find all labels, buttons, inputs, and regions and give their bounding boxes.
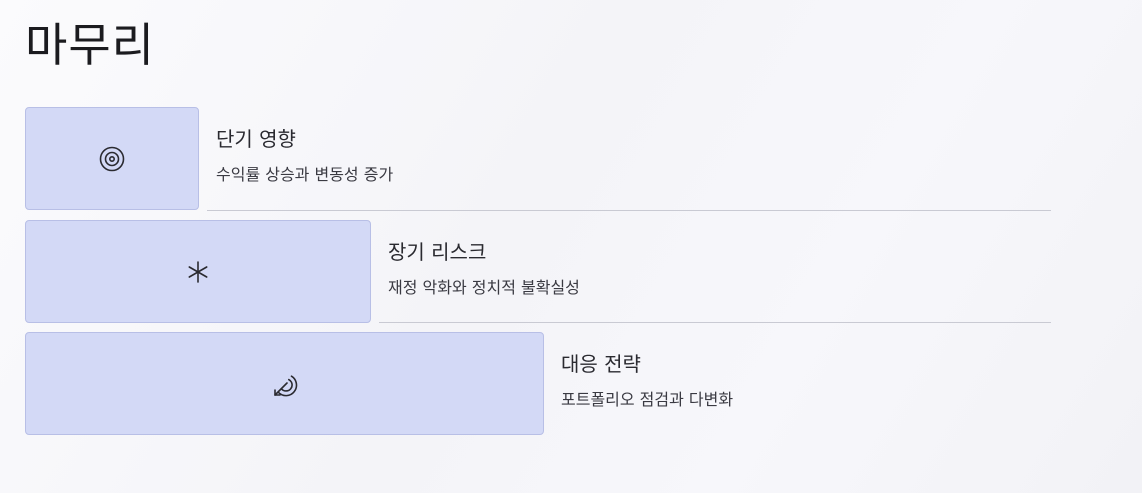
step-box-long-term [25,220,371,323]
step-divider [379,322,1051,323]
step-description: 재정 악화와 정치적 불확실성 [388,278,580,297]
step-box-response [25,332,544,435]
step-description: 수익률 상승과 변동성 증가 [216,165,394,184]
step-description: 포트폴리오 점검과 다변화 [561,390,734,409]
step-divider [207,210,1051,211]
step-title: 장기 리스크 [388,240,487,264]
target-rings-icon [99,146,125,171]
page-title: 마무리 [25,18,155,72]
step-title: 대응 전략 [561,352,641,376]
target-arrow-icon [273,374,297,396]
asterisk-icon [188,260,208,283]
step-box-short-term [25,107,199,210]
step-title: 단기 영향 [216,127,296,151]
